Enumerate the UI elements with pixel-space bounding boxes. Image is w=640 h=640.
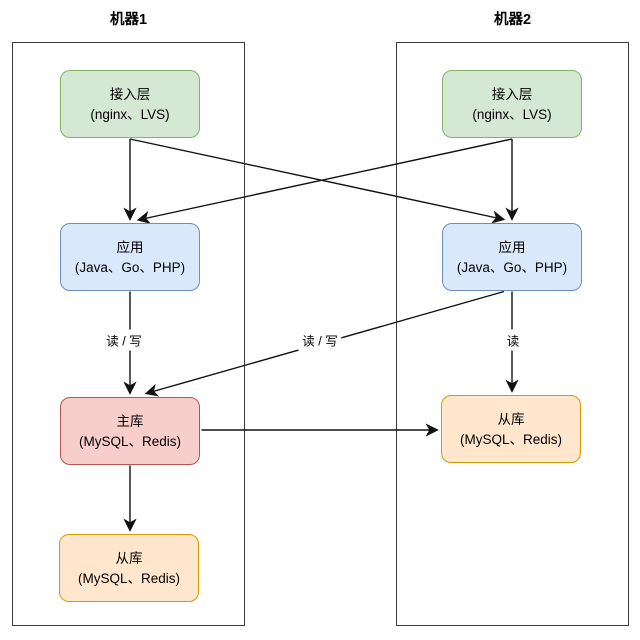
- node-subtitle: (nginx、LVS): [472, 106, 552, 122]
- edge-label-read-write-cross: 读 / 写: [298, 329, 342, 351]
- edge-label-read-write-m1: 读 / 写: [102, 329, 146, 351]
- node-m1-master-db: 主库 (MySQL、Redis): [60, 397, 200, 465]
- node-m1-application: 应用 (Java、Go、PHP): [60, 223, 200, 291]
- node-m1-slave-db: 从库 (MySQL、Redis): [59, 534, 199, 602]
- node-subtitle: (MySQL、Redis): [77, 570, 180, 586]
- node-title: 从库: [497, 411, 525, 427]
- node-m1-access-layer: 接入层 (nginx、LVS): [60, 70, 200, 138]
- machine1-title: 机器1: [109, 12, 148, 28]
- node-title: 接入层: [109, 86, 151, 102]
- edge-label-read: 读: [502, 329, 524, 351]
- node-m2-application: 应用 (Java、Go、PHP): [442, 223, 582, 291]
- node-subtitle: (MySQL、Redis): [459, 431, 562, 447]
- edge-m2access-m1app: [136, 138, 513, 224]
- node-title: 接入层: [491, 86, 533, 102]
- node-subtitle: (MySQL、Redis): [78, 433, 181, 449]
- node-title: 从库: [115, 550, 143, 566]
- node-subtitle: (Java、Go、PHP): [74, 259, 186, 275]
- node-title: 应用: [116, 239, 144, 255]
- node-m2-access-layer: 接入层 (nginx、LVS): [442, 70, 582, 138]
- node-subtitle: (nginx、LVS): [90, 106, 170, 122]
- node-title: 应用: [498, 239, 526, 255]
- node-m2-slave-db: 从库 (MySQL、Redis): [441, 395, 581, 463]
- edge-m1access-m2app: [129, 138, 506, 224]
- node-subtitle: (Java、Go、PHP): [456, 259, 568, 275]
- machine2-title: 机器2: [493, 12, 532, 28]
- node-title: 主库: [116, 413, 144, 429]
